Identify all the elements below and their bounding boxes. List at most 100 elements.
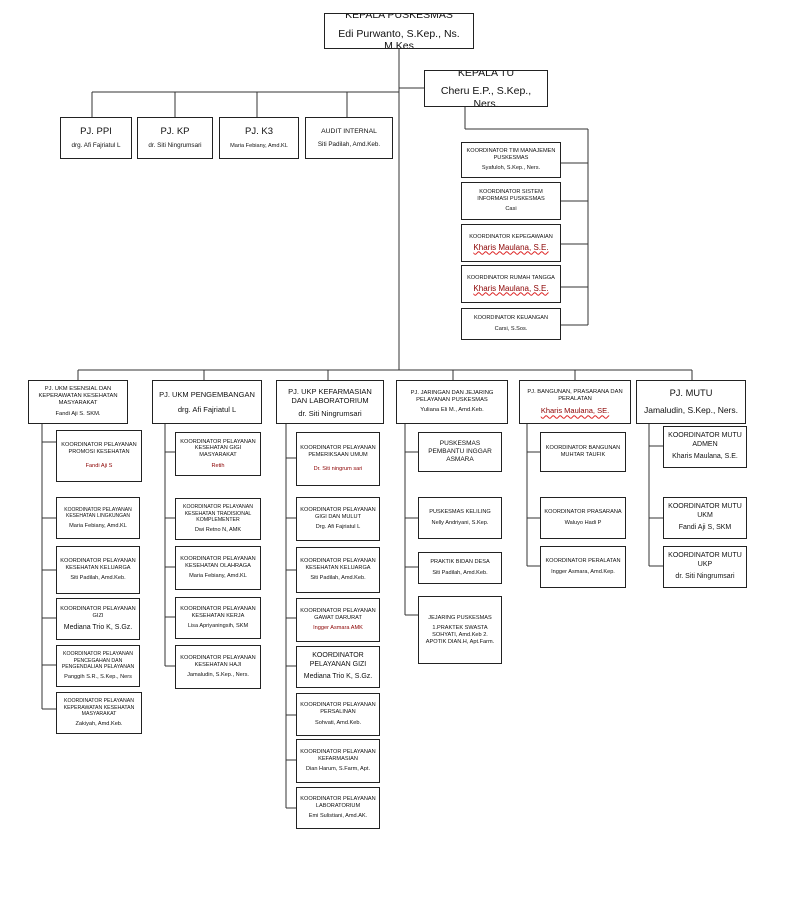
koord-name: Nelly Andriyani, S.Kep.	[431, 520, 489, 526]
koord-name: Mediana Trio K, S.Gz.	[303, 673, 373, 681]
audit-internal-title: AUDIT INTERNAL	[321, 127, 377, 135]
pj-kp-name: dr. Siti Ningrumsari	[148, 142, 202, 150]
tu-koordinator-sistem-informasi: KOORDINATOR SISTEM INFORMASI PUSKESMAS C…	[461, 182, 561, 220]
koord-name: Jamaludin, S.Kep., Ners.	[187, 672, 249, 679]
koord-title: KOORDINATOR PELAYANAN GAWAT DARURAT	[300, 607, 376, 621]
pj-ppi-name: drg. Afi Fajriatul L	[71, 142, 121, 150]
column-head-name: Jamaludin, S.Kep., Ners.	[643, 405, 738, 416]
kepala-tu-title: KEPALA TU	[457, 70, 515, 79]
koord-name: Maria Febiany, Amd.KL	[69, 522, 127, 529]
koord-title: KOORDINATOR PELAYANAN LABORATORIUM	[300, 795, 376, 809]
koord-kerja: KOORDINATOR PELAYANAN KESEHATAN KERJA Li…	[175, 597, 261, 639]
koord-name: Dwi Retno N, AMK	[194, 527, 242, 533]
koord-mutu-ukp: KOORDINATOR MUTU UKP dr. Siti Ningrumsar…	[663, 546, 747, 588]
koord-title: KOORDINATOR PRASARANA	[544, 509, 622, 516]
koord-title: KOORDINATOR PELAYANAN KESEHATAN OLAHRAGA	[180, 555, 256, 569]
koord-title: KOORDINATOR PELAYANAN KEFARMASIAN	[300, 748, 376, 762]
tu-coord-title: KOORDINATOR KEPEGAWAIAN	[469, 233, 553, 240]
koord-name: Zakiyah, Amd.Keb.	[75, 721, 123, 727]
kepala-tu-box: KEPALA TU Cheru E.P., S.Kep., Ners.	[424, 70, 548, 107]
kepala-tu-name: Cheru E.P., S.Kep., Ners.	[440, 85, 532, 107]
koord-name: Siti Padilah, Amd.Keb.	[70, 575, 126, 582]
koord-title: KOORDINATOR MUTU ADMEN	[668, 432, 742, 448]
tu-coord-title: KOORDINATOR RUMAH TANGGA	[467, 274, 555, 281]
koord-promosi-kesehatan: KOORDINATOR PELAYANAN PROMOSI KESEHATAN …	[56, 430, 142, 482]
koord-peralatan: KOORDINATOR PERALATAN Ingger Asmara, Amd…	[540, 546, 626, 588]
tu-coord-name: Carsi, S.Sos.	[494, 326, 528, 332]
koord-name: Siti Padilah, Amd.Keb.	[432, 570, 488, 576]
koord-name: Waluyo Hadi P	[564, 520, 602, 526]
koord-title: KOORDINATOR PELAYANAN KESEHATAN HAJI	[180, 654, 256, 668]
audit-internal-name: Siti Padilah, Amd.Keb.	[317, 140, 381, 148]
column-head-name: Yuliana Eli M., Amd.Keb.	[420, 407, 484, 414]
pj-kp-box: PJ. KP dr. Siti Ningrumsari	[137, 117, 213, 159]
puskesmas-pembantu: PUSKESMAS PEMBANTU INGGAR ASMARA	[418, 432, 502, 472]
praktik-bidan-desa: PRAKTIK BIDAN DESA Siti Padilah, Amd.Keb…	[418, 552, 502, 584]
pj-ppi-box: PJ. PPI drg. Afi Fajriatul L	[60, 117, 132, 159]
pj-ukm-esensial-box: PJ. UKM ESENSIAL DAN KEPERAWATAN KESEHAT…	[28, 380, 128, 424]
koord-name: Maria Febiany, Amd.KL	[189, 573, 247, 580]
koord-prasarana: KOORDINATOR PRASARANA Waluyo Hadi P	[540, 497, 626, 539]
koord-title: KOORDINATOR PELAYANAN PERSALINAN	[300, 702, 376, 716]
koord-name: Sohvati, Amd.Keb.	[314, 719, 362, 726]
tu-coord-title: KOORDINATOR TIM MANAJEMEN PUSKESMAS	[466, 147, 556, 161]
koord-title: KOORDINATOR PELAYANAN PROMOSI KESEHATAN	[61, 441, 137, 455]
koord-gizi-ukp: KOORDINATOR PELAYANAN GIZI Mediana Trio …	[296, 646, 380, 688]
koord-name: Lisa Apriyaningsih, SKM	[187, 623, 249, 630]
koord-name: Dian Harum, S.Farm, Apt.	[305, 766, 371, 773]
koord-title: KOORDINATOR PELAYANAN KESEHATAN LINGKUNG…	[64, 506, 132, 519]
koord-title: PUSKESMAS PEMBANTU INGGAR ASMARA	[428, 440, 492, 463]
koord-gizi-ukm: KOORDINATOR PELAYANAN GIZI Mediana Trio …	[56, 598, 140, 640]
koord-title: KOORDINATOR PELAYANAN KESEHATAN KERJA	[180, 605, 256, 619]
koord-title: PUSKESMAS KELILING	[429, 509, 491, 516]
koord-name: dr. Siti Ningrumsari	[675, 573, 735, 581]
koord-gigi-mulut: KOORDINATOR PELAYANAN GIGI DAN MULUT Drg…	[296, 497, 380, 541]
koord-laboratorium: KOORDINATOR PELAYANAN LABORATORIUM Emi S…	[296, 787, 380, 829]
tu-koordinator-manajemen: KOORDINATOR TIM MANAJEMEN PUSKESMAS Syaf…	[461, 142, 561, 178]
koord-title: KOORDINATOR PELAYANAN KESEHATAN KELUARGA	[60, 557, 136, 571]
pj-ukm-pengembangan-box: PJ. UKM PENGEMBANGAN drg. Afi Fajriatul …	[152, 380, 262, 424]
tu-coord-name: Casi	[505, 206, 517, 213]
column-head-name: Kharis Maulana, SE.	[540, 406, 610, 416]
pj-ppi-title: PJ. PPI	[80, 126, 112, 138]
koord-olahraga: KOORDINATOR PELAYANAN KESEHATAN OLAHRAGA…	[175, 546, 261, 590]
column-head-name: Fandi Aji S. SKM.	[55, 410, 101, 417]
koord-name: Fandi Aji S	[85, 463, 113, 470]
koord-title: KOORDINATOR PELAYANAN KESEHATAN KELUARGA	[300, 557, 376, 571]
pj-jaringan-box: PJ. JARINGAN DAN JEJARING PELAYANAN PUSK…	[396, 380, 508, 424]
koord-name: Dr. Siti ningrum sari	[313, 466, 363, 473]
column-head-title: PJ. JARINGAN DAN JEJARING PELAYANAN PUSK…	[410, 389, 494, 403]
koord-name: Fandi Aji S, SKM	[678, 524, 732, 532]
koord-pemeriksaan-umum: KOORDINATOR PELAYANAN PEMERIKSAAN UMUM D…	[296, 432, 380, 486]
pj-k3-name: Maria Febiany, Amd.KL	[230, 142, 288, 149]
koord-kefarmasian: KOORDINATOR PELAYANAN KEFARMASIAN Dian H…	[296, 739, 380, 783]
koord-title: KOORDINATOR BANGUNAN MUHTAR TAUFIK	[545, 445, 621, 458]
koord-title: PRAKTIK BIDAN DESA	[430, 559, 490, 566]
tu-koordinator-kepegawaian: KOORDINATOR KEPEGAWAIAN Kharis Maulana, …	[461, 224, 561, 262]
koord-title: KOORDINATOR MUTU UKP	[668, 552, 742, 568]
koord-title: KOORDINATOR PELAYANAN KESEHATAN TRADISIO…	[183, 504, 253, 523]
jejaring-puskesmas: JEJARING PUSKESMAS 1.PRAKTEK SWASTA SOHY…	[418, 596, 502, 664]
koord-gawat-darurat: KOORDINATOR PELAYANAN GAWAT DARURAT Ingg…	[296, 598, 380, 642]
koord-bangunan: KOORDINATOR BANGUNAN MUHTAR TAUFIK	[540, 432, 626, 472]
koord-name: Panggih S.R., S.Kep., Ners	[64, 674, 132, 680]
koord-title: JEJARING PUSKESMAS	[428, 614, 492, 621]
koord-name: Ingger Asmara, Amd.Kep.	[551, 569, 615, 575]
tu-koordinator-rumah-tangga: KOORDINATOR RUMAH TANGGA Kharis Maulana,…	[461, 265, 561, 303]
kepala-name: Edi Purwanto, S.Kep., Ns. M.Kes	[338, 27, 460, 49]
tu-coord-title: KOORDINATOR SISTEM INFORMASI PUSKESMAS	[477, 188, 545, 202]
pj-k3-title: PJ. K3	[245, 126, 273, 138]
column-head-name: drg. Afi Fajriatul L	[177, 405, 237, 414]
koord-title: KOORDINATOR PELAYANAN GIGI DAN MULUT	[300, 506, 376, 520]
column-head-name: dr. Siti Ningrumsari	[298, 408, 362, 418]
pj-bangunan-box: PJ. BANGUNAN, PRASARANA DAN PERALATAN Kh…	[519, 380, 631, 424]
pj-ukp-kefarmasian-box: PJ. UKP KEFARMASIAN DAN LABORATORIUM dr.…	[276, 380, 384, 424]
tu-coord-name: Syafuloh, S.Kep., Ners.	[481, 165, 541, 172]
tu-koordinator-keuangan: KOORDINATOR KEUANGAN Carsi, S.Sos.	[461, 308, 561, 340]
koord-persalinan: KOORDINATOR PELAYANAN PERSALINAN Sohvati…	[296, 693, 380, 736]
kepala-title: KEPALA PUSKESMAS	[345, 13, 453, 22]
koord-title: KOORDINATOR PELAYANAN KEPERAWATAN KESEHA…	[63, 698, 135, 717]
koord-haji: KOORDINATOR PELAYANAN KESEHATAN HAJI Jam…	[175, 645, 261, 689]
koord-keperawatan-masyarakat: KOORDINATOR PELAYANAN KEPERAWATAN KESEHA…	[56, 692, 142, 734]
